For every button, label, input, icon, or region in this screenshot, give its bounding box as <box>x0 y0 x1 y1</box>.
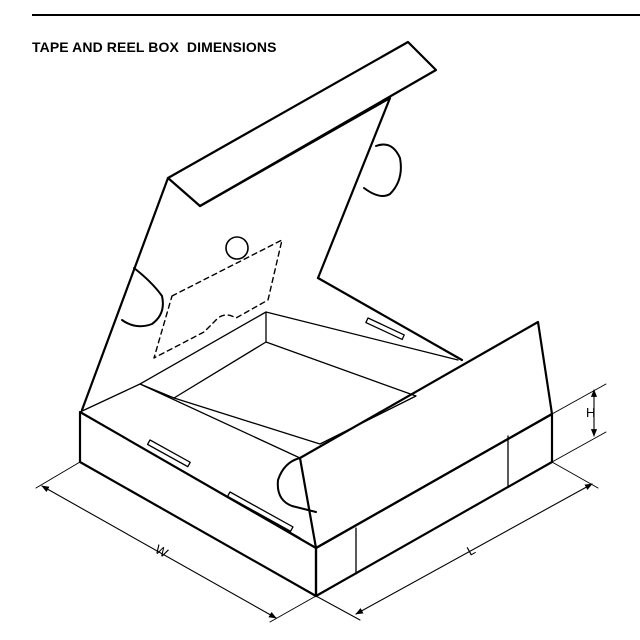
dimension-w-line <box>41 485 277 619</box>
dimension-h: H <box>551 383 607 463</box>
box-front-right-face <box>314 412 554 598</box>
box-lid <box>80 40 438 412</box>
box-inner-back-panel <box>139 311 459 385</box>
page-title: TAPE AND REEL BOX DIMENSIONS <box>32 39 277 55</box>
lid-thumb-hole <box>225 236 249 260</box>
dimension-l-extension <box>315 461 599 621</box>
box-front-left-inner-edge <box>79 411 301 539</box>
dimension-l: L <box>315 461 599 621</box>
top-rule <box>32 14 640 16</box>
box-slot-front-right <box>226 491 294 532</box>
dimension-w: W <box>35 461 317 623</box>
box-slot-back <box>365 317 405 341</box>
box-inner-floor <box>173 341 417 445</box>
dimension-w-label: W <box>153 542 172 561</box>
box-back-rim <box>316 276 464 362</box>
dimension-h-extension <box>551 383 607 463</box>
box-right-flap-tab <box>276 457 317 513</box>
box-base <box>78 276 554 598</box>
box-right-flap-fold <box>355 435 509 575</box>
lid-dashed-label-area <box>153 239 283 359</box>
dimension-l-label: L <box>464 542 478 559</box>
dimension-h-label: H <box>586 405 595 420</box>
box-slot-front-left <box>146 439 191 468</box>
lid-left-tab <box>121 267 164 328</box>
lid-outline <box>80 96 392 412</box>
box-front-left-face <box>78 410 318 598</box>
dimension-w-extension <box>35 461 317 623</box>
lid-front-flap <box>166 40 438 208</box>
lid-right-tab <box>363 143 402 197</box>
dimension-l-line <box>355 483 593 615</box>
box-inner-left-panel <box>79 383 301 459</box>
